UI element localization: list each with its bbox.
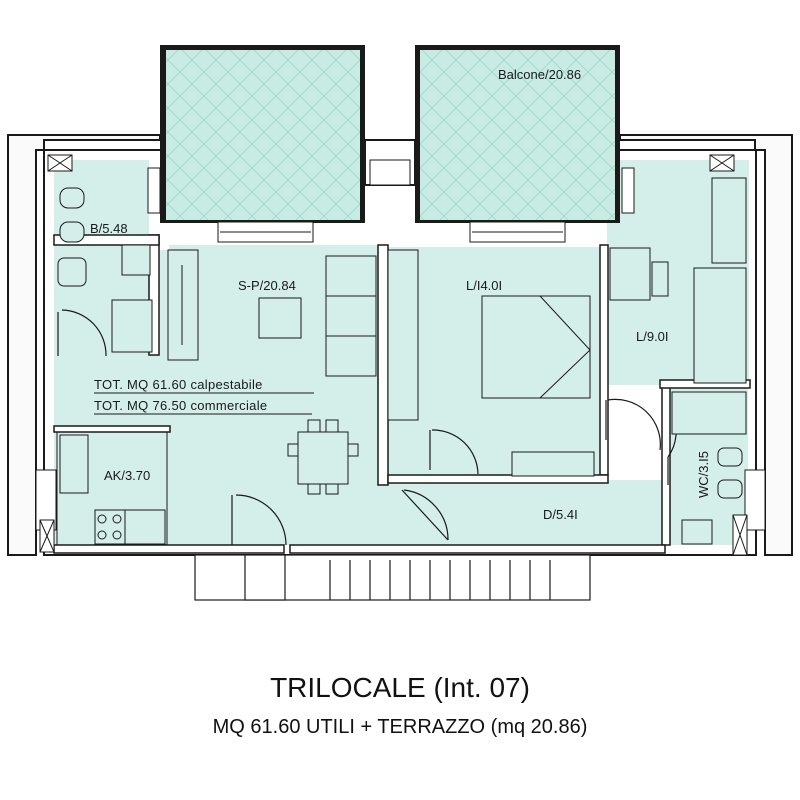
total-calpestabile: TOT. MQ 61.60 calpestabile — [94, 377, 263, 392]
label-wc: WC/3.I5 — [696, 451, 711, 498]
label-bagno: B/5.48 — [90, 221, 128, 236]
plan-title: TRILOCALE (Int. 07) — [270, 672, 530, 703]
label-disimpegno: D/5.4I — [543, 507, 578, 522]
total-commerciale: TOT. MQ 76.50 commerciale — [94, 398, 267, 413]
label-letto1: L/I4.0I — [466, 278, 502, 293]
plan-subtitle: MQ 61.60 UTILI + TERRAZZO (mq 20.86) — [212, 716, 588, 738]
furniture — [57, 177, 747, 545]
room-disimpegno — [378, 480, 668, 545]
totals: TOT. MQ 61.60 calpestabile TOT. MQ 76.50… — [94, 377, 314, 415]
label-balcone: Balcone/20.86 — [498, 67, 581, 82]
floor-plan: Balcone/20.86 B/5.48 S-P/20.84 L/I4.0I L… — [7, 45, 793, 601]
label-letto2: L/9.0I — [636, 329, 669, 344]
windows — [35, 154, 766, 556]
balcony — [160, 45, 620, 223]
room-labels: Balcone/20.86 B/5.48 S-P/20.84 L/I4.0I L… — [90, 67, 711, 522]
label-soggiorno: S-P/20.84 — [238, 278, 296, 293]
label-cucina: AK/3.70 — [104, 468, 150, 483]
interior-walls — [53, 234, 751, 554]
doors — [57, 309, 677, 546]
stair-landing — [194, 554, 591, 601]
